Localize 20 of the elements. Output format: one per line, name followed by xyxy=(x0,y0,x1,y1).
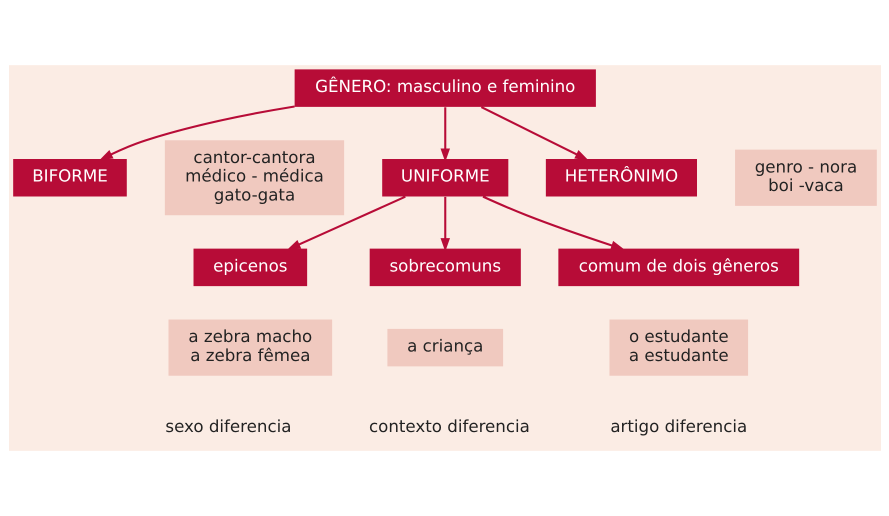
arrow xyxy=(286,196,406,250)
node-box: genro - nora boi -vaca xyxy=(734,150,876,206)
node-label: sexo diferencia xyxy=(164,416,291,436)
node-box: a zebra macho a zebra fêmea xyxy=(168,320,332,376)
node-box: cantor-cantora médico - médica gato-gata xyxy=(164,140,344,216)
arrow xyxy=(480,106,588,160)
arrow xyxy=(98,105,294,160)
node-box: HETERÔNIMO xyxy=(545,158,696,196)
node-box: UNIFORME xyxy=(382,158,508,196)
arrow xyxy=(440,196,450,252)
node-box: comum de dois gêneros xyxy=(558,248,799,286)
node-box: BIFORME xyxy=(12,158,126,196)
node-box: epicenos xyxy=(193,248,307,286)
node-box: o estudante a estudante xyxy=(608,320,748,376)
node-box: a criança xyxy=(386,328,503,366)
node-box: sobrecomuns xyxy=(369,248,520,286)
node-box: GÊNERO: masculino e feminino xyxy=(294,69,596,107)
arrow xyxy=(482,196,624,250)
node-label: contexto diferencia xyxy=(368,416,530,436)
node-label: artigo diferencia xyxy=(610,416,747,436)
